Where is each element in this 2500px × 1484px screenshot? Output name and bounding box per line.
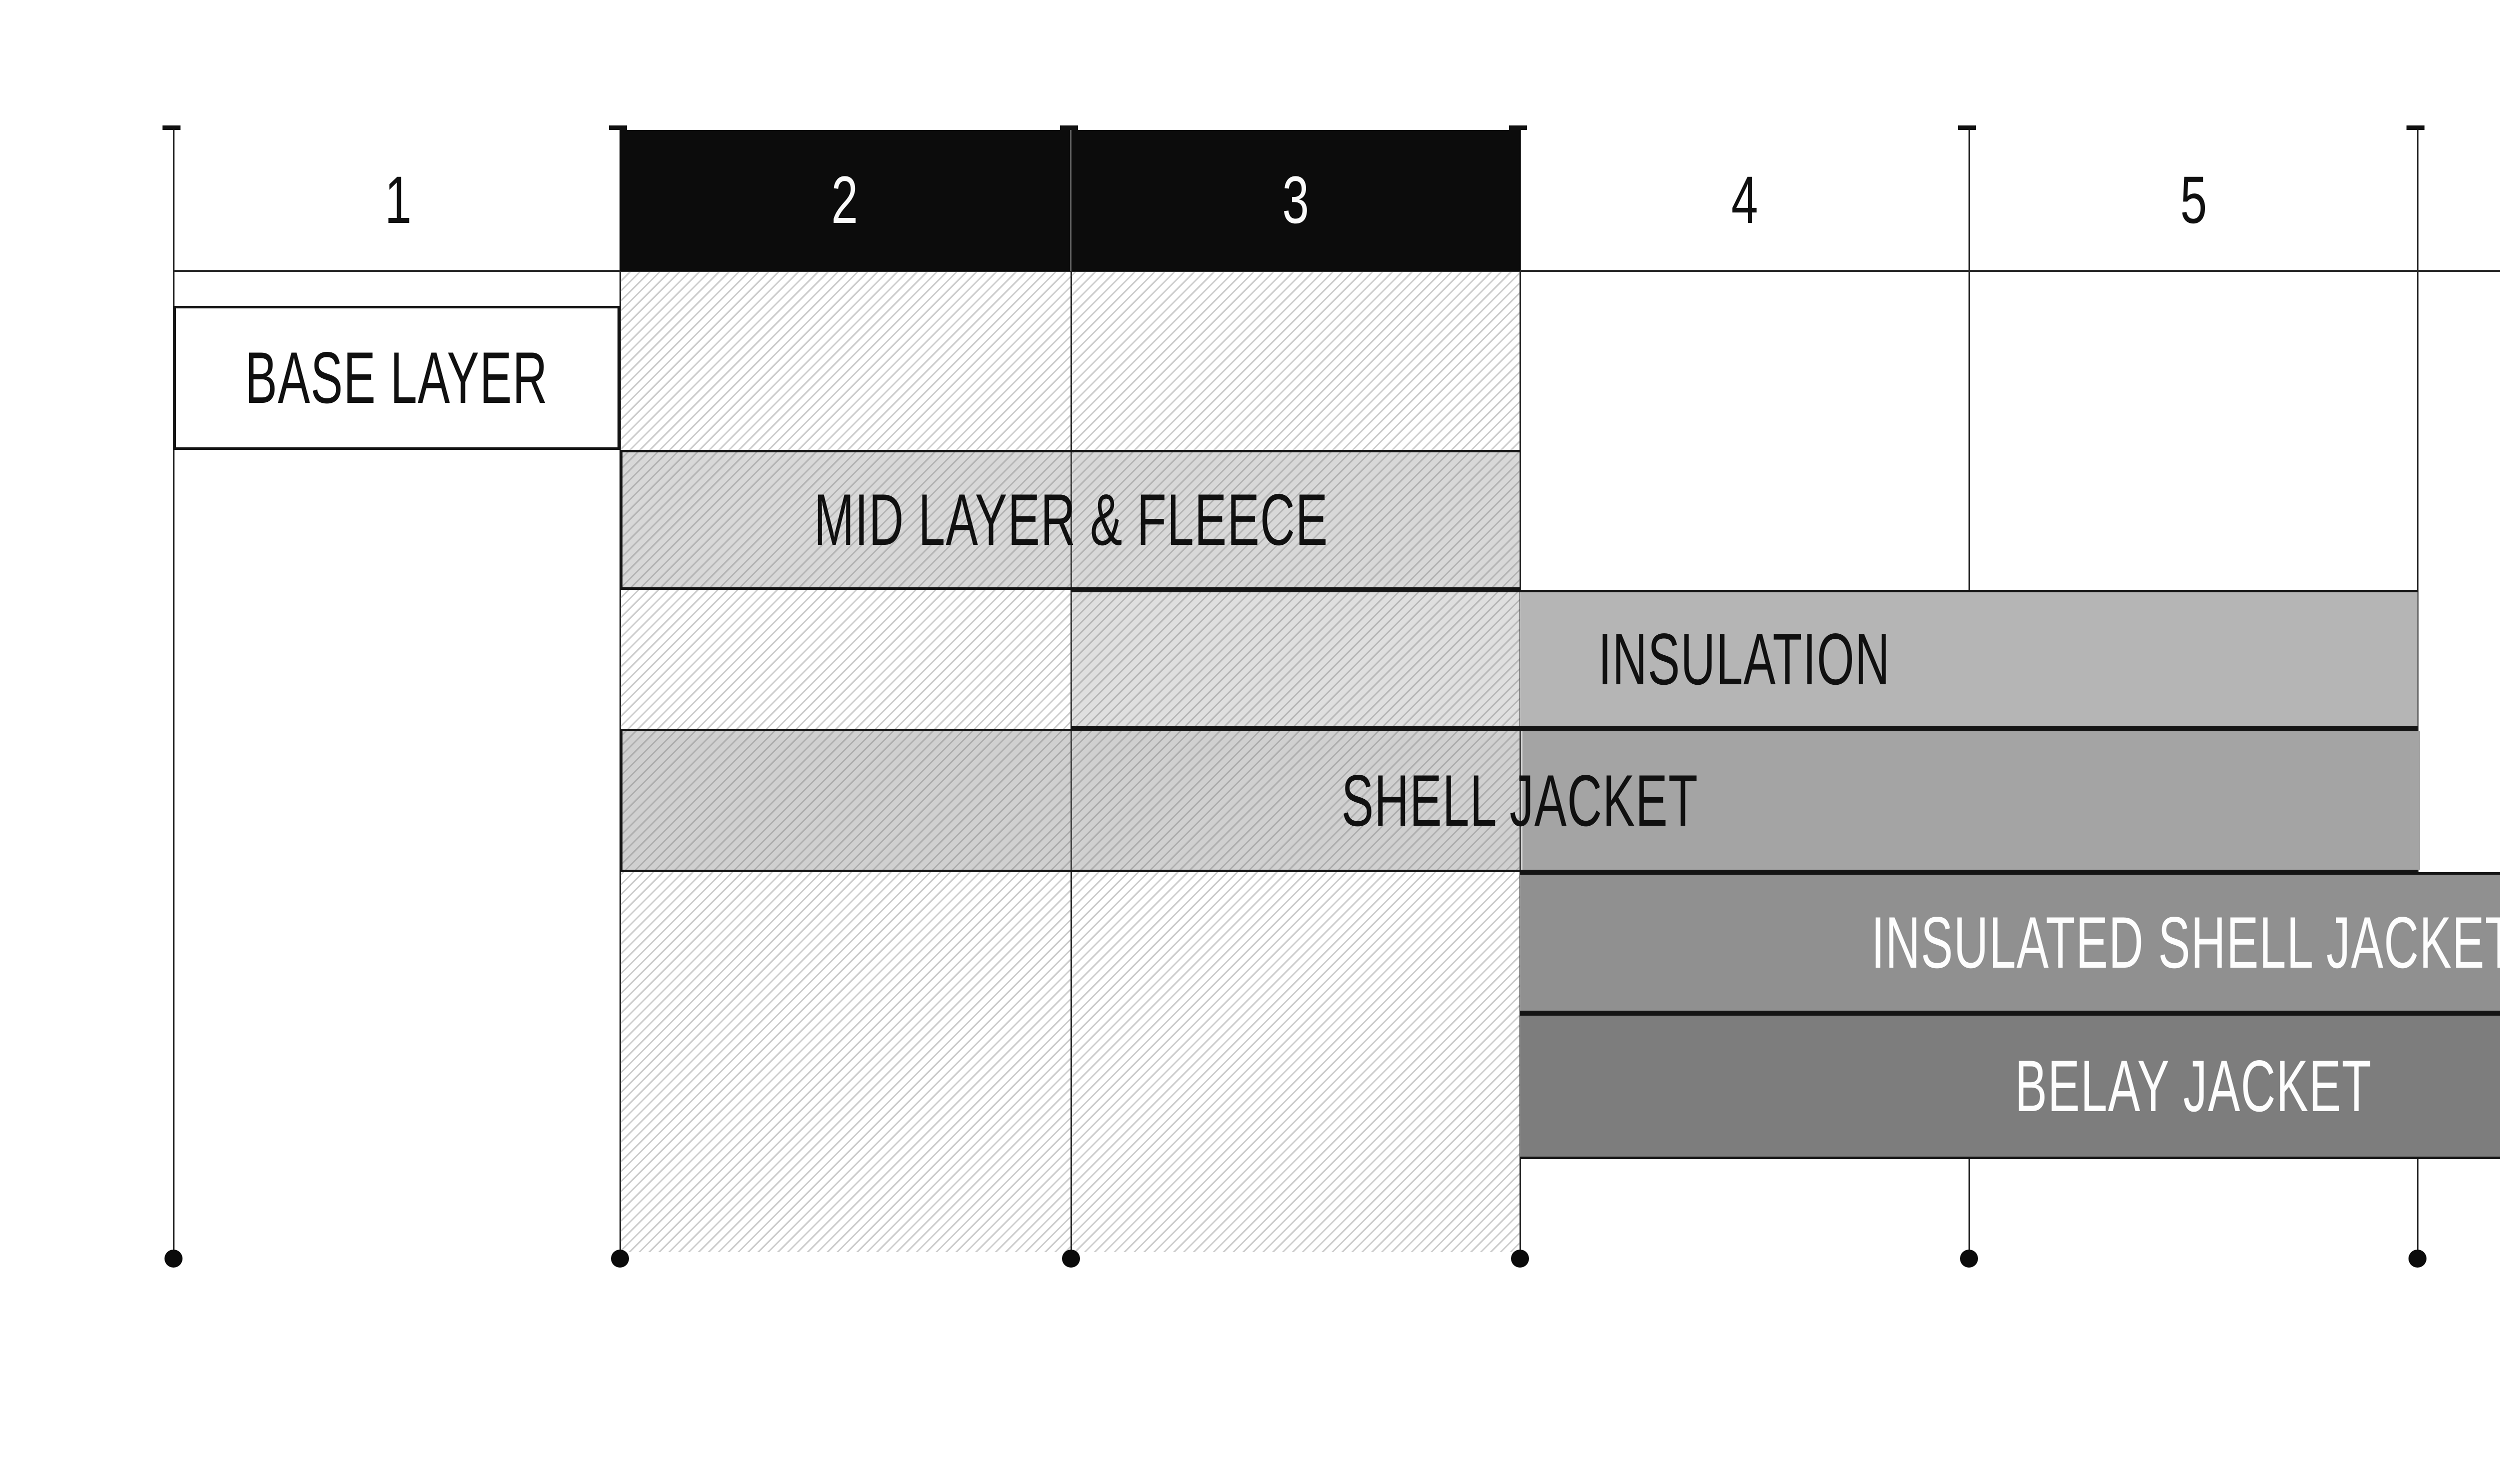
column-end-dot [164, 1250, 182, 1268]
bar-label-container: MID LAYER & FLEECE [622, 452, 1520, 587]
column-header-label: 3 [1282, 163, 1309, 237]
bar-segment-hatched [622, 731, 1522, 870]
column-line [1070, 130, 1072, 1260]
column-line [620, 130, 621, 1260]
bar-label-container: BELAY JACKET [1520, 1016, 2500, 1157]
column-header-4: 4 [1520, 130, 1969, 271]
column-tick [1060, 125, 1078, 130]
bar-label-container: INSULATED SHELL JACKET [1520, 875, 2500, 1011]
bar-label: BASE LAYER [245, 337, 548, 418]
header-rule [174, 270, 2500, 272]
column-line [173, 130, 174, 1260]
column-line [2417, 130, 2418, 1260]
column-end-dot [2408, 1250, 2426, 1268]
column-header-label: 2 [831, 163, 858, 237]
bar-segment-solid [1522, 731, 2420, 870]
column-tick [609, 125, 627, 130]
bar-shell-jacket: SHELL JACKET [620, 729, 2420, 872]
header-band-divider [1070, 130, 1072, 271]
bar-segment-hatched [1071, 592, 1520, 726]
column-end-dot [1960, 1250, 1978, 1268]
bar-label-container: SHELL JACKET [622, 731, 2418, 870]
header-highlight-band [620, 130, 1520, 271]
column-end-dot [1511, 1250, 1529, 1268]
column-end-dot [1062, 1250, 1080, 1268]
bar-label-container: BASE LAYER [176, 308, 618, 447]
bar-label: INSULATION [1598, 618, 1890, 700]
column-header-label: 4 [1731, 163, 1758, 237]
bar-label-container: INSULATION [1071, 592, 2418, 726]
bar-label: SHELL JACKET [1342, 759, 1698, 841]
column-header-6: 6 [2418, 130, 2500, 271]
bar-label: MID LAYER & FLEECE [814, 479, 1328, 560]
bar-insulation: INSULATION [1071, 590, 2418, 729]
bar-segment-solid [1520, 592, 2418, 726]
column-tick [2406, 125, 2424, 130]
bar-insulated-shell-jacket: INSULATED SHELL JACKET [1520, 872, 2500, 1013]
hatch-zone-columns-2-3 [620, 271, 1520, 1252]
bar-mid-layer-fleece: MID LAYER & FLEECE [620, 450, 1520, 590]
column-tick [162, 125, 180, 130]
column-header-5: 5 [1969, 130, 2418, 271]
column-header-1: 1 [174, 130, 622, 271]
column-header-3: 3 [1071, 130, 1520, 271]
column-tick [1958, 125, 1976, 130]
column-tick [1509, 125, 1527, 130]
column-header-label: 5 [2180, 163, 2207, 237]
column-end-dot [611, 1250, 629, 1268]
bar-label: BELAY JACKET [2014, 1045, 2372, 1127]
bar-base-layer: BASE LAYER [174, 306, 620, 450]
column-header-label: 1 [384, 163, 412, 237]
bar-label: INSULATED SHELL JACKET [1871, 902, 2500, 983]
bar-belay-jacket: BELAY JACKET [1520, 1013, 2500, 1159]
column-header-2: 2 [620, 130, 1069, 271]
